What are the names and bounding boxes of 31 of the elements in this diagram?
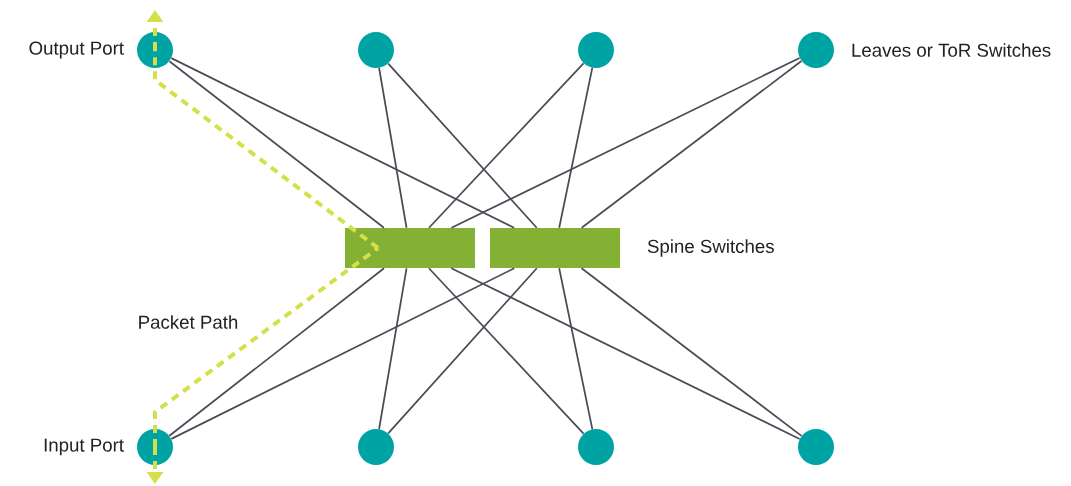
switch-circle (798, 32, 834, 68)
switch-circle (358, 429, 394, 465)
node-label: Spine Switches (647, 239, 774, 257)
link-line (450, 57, 801, 229)
link-line (378, 67, 408, 229)
node-label: Output Port (29, 41, 124, 59)
link-line (450, 267, 801, 440)
link-line (428, 267, 585, 435)
link-line (558, 267, 594, 430)
switch-circle (578, 429, 614, 465)
link-line (558, 67, 594, 229)
link-line (170, 267, 516, 440)
link-line (168, 60, 385, 229)
switch-circle (137, 32, 173, 68)
link-line (168, 267, 385, 437)
link-line (378, 267, 408, 430)
link-line (170, 57, 515, 229)
edge-label: Packet Path (139, 315, 238, 329)
link-line (387, 62, 538, 229)
switch-circle (137, 429, 173, 465)
link-line (580, 60, 803, 229)
switch-circle (358, 32, 394, 68)
node-label: Input Port (44, 438, 124, 456)
spine-switch-bar (490, 228, 620, 268)
link-line (428, 62, 585, 229)
node-label: Leaves or ToR Switches (852, 43, 1051, 57)
switch-circle (578, 32, 614, 68)
link-line (387, 267, 538, 435)
spine-switch-bar (345, 228, 475, 268)
link-line (580, 267, 803, 437)
switch-circle (798, 429, 834, 465)
